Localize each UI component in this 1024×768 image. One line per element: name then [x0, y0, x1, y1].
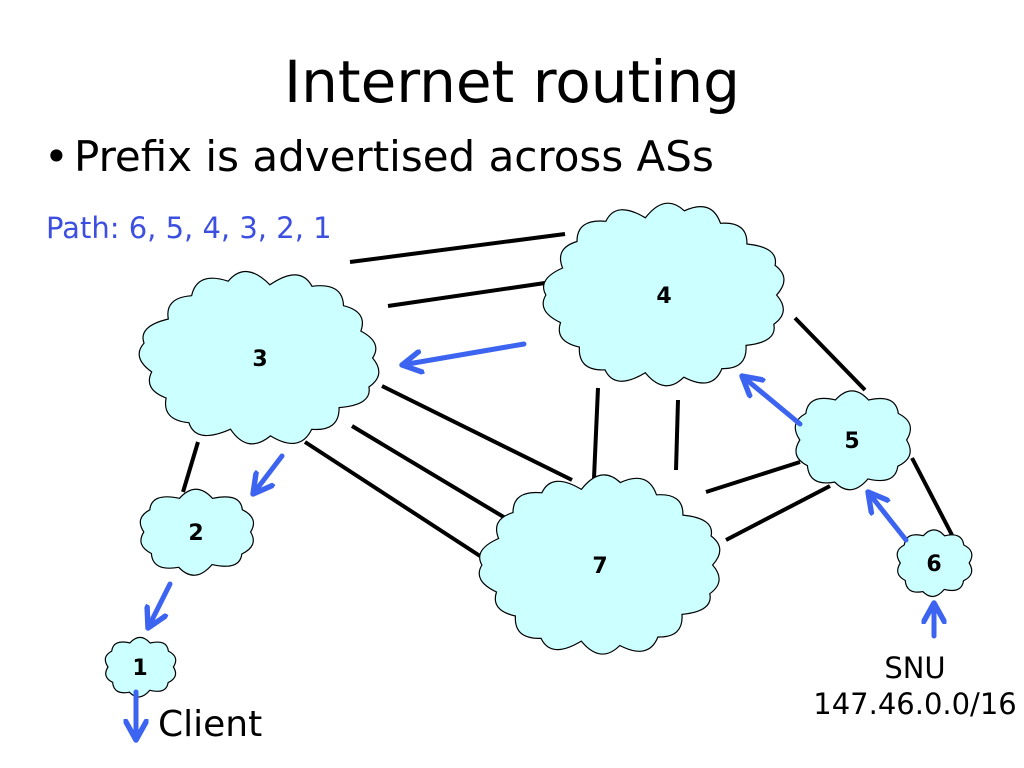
link-3-4 — [349, 232, 566, 264]
as-label-5: 5 — [844, 429, 859, 454]
as-cloud-7 — [478, 474, 721, 655]
as-label-2: 2 — [188, 521, 203, 546]
link-3-7 — [350, 424, 534, 536]
snu-prefix: 147.46.0.0/16 — [813, 687, 1017, 721]
as-labels: 1 2 3 4 5 6 7 — [132, 284, 941, 681]
bullet-text: Prefix is advertised across ASs — [74, 132, 714, 181]
client-label: Client — [158, 704, 263, 745]
as-cloud-4 — [542, 202, 785, 387]
snu-name: SNU — [884, 651, 946, 685]
advert-arrow-2-to-1 — [148, 581, 173, 628]
advertisement-arrows — [136, 341, 934, 740]
as-cloud-5 — [794, 390, 911, 491]
as-label-4: 4 — [656, 284, 671, 309]
advert-arrow-5-to-4 — [742, 376, 803, 427]
as-label-3: 3 — [252, 347, 267, 372]
link-4-7 — [674, 399, 680, 471]
as-clouds — [104, 202, 973, 698]
link-5-6 — [910, 457, 954, 536]
as-label-1: 1 — [132, 656, 147, 681]
snu-label: SNU 147.46.0.0/16 — [800, 650, 1024, 722]
link-3-7 — [381, 384, 573, 482]
as-links — [181, 232, 954, 558]
advert-arrow-6-to-5 — [868, 492, 909, 543]
link-3-2 — [181, 441, 200, 493]
as-cloud-6 — [896, 529, 973, 598]
link-5-7 — [705, 460, 801, 494]
as-label-7: 7 — [592, 554, 607, 579]
path-label: Path: 6, 5, 4, 3, 2, 1 — [46, 211, 332, 245]
bullet-point: •Prefix is advertised across ASs — [44, 132, 714, 181]
link-3-7 — [303, 440, 482, 558]
link-5-7 — [725, 484, 831, 542]
slide-title: Internet routing — [284, 48, 740, 116]
as-cloud-3 — [138, 271, 380, 445]
as-cloud-2 — [139, 488, 255, 576]
link-3-4 — [387, 281, 546, 308]
bullet-marker: • — [44, 132, 69, 181]
link-4-5 — [793, 316, 867, 392]
as-label-6: 6 — [926, 552, 941, 577]
link-4-7 — [592, 387, 600, 479]
advert-arrow-4-to-3 — [402, 341, 527, 365]
advert-arrow-3-to-2 — [253, 453, 285, 494]
as-cloud-1 — [104, 636, 177, 698]
